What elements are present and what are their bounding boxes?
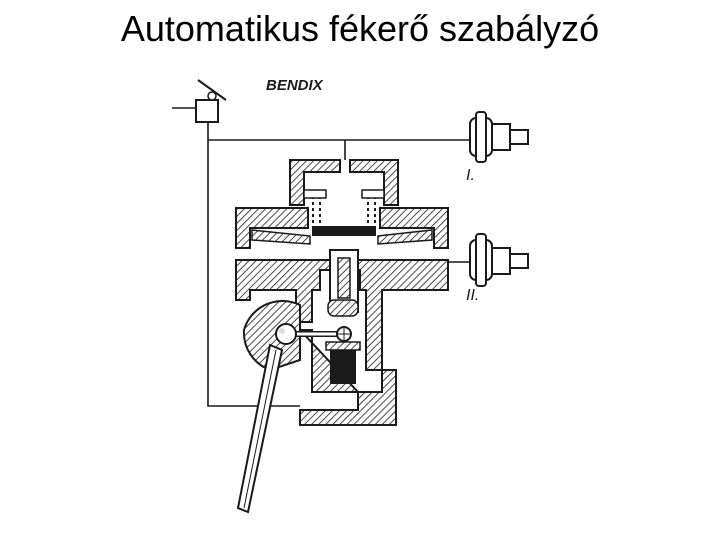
port-label-1: I. xyxy=(466,167,475,184)
port-label-2: II. xyxy=(466,287,479,304)
brand-label: BENDIX xyxy=(266,77,324,94)
control-valve xyxy=(195,79,227,123)
brake-cylinder-1 xyxy=(469,111,529,163)
slide-title: Automatikus fékerő szabályzó xyxy=(120,8,600,49)
lever-mechanism xyxy=(236,323,352,514)
regulator-housing xyxy=(235,159,449,426)
brake-cylinder-2 xyxy=(469,233,529,287)
